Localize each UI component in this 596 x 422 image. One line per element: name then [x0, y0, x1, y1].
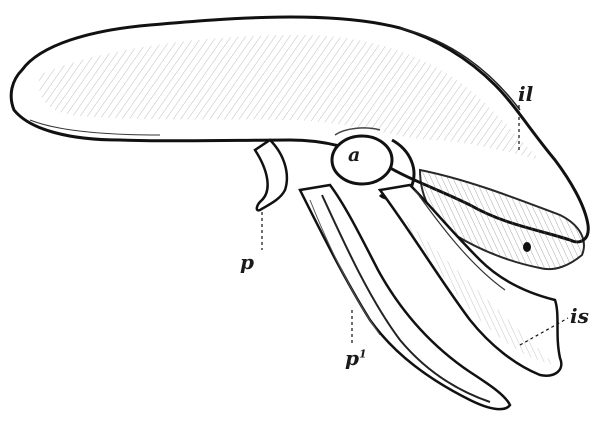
acetabulum — [332, 136, 392, 184]
pubis-process — [255, 140, 287, 210]
small-foramen — [523, 242, 531, 252]
label-a: a — [348, 146, 360, 165]
label-p1-sup: 1 — [359, 347, 367, 360]
label-p1-letter: p — [345, 346, 359, 370]
label-p1: p1 — [345, 348, 367, 368]
label-p: p — [240, 252, 254, 272]
label-is: is — [570, 306, 589, 326]
label-il: il — [518, 84, 533, 104]
